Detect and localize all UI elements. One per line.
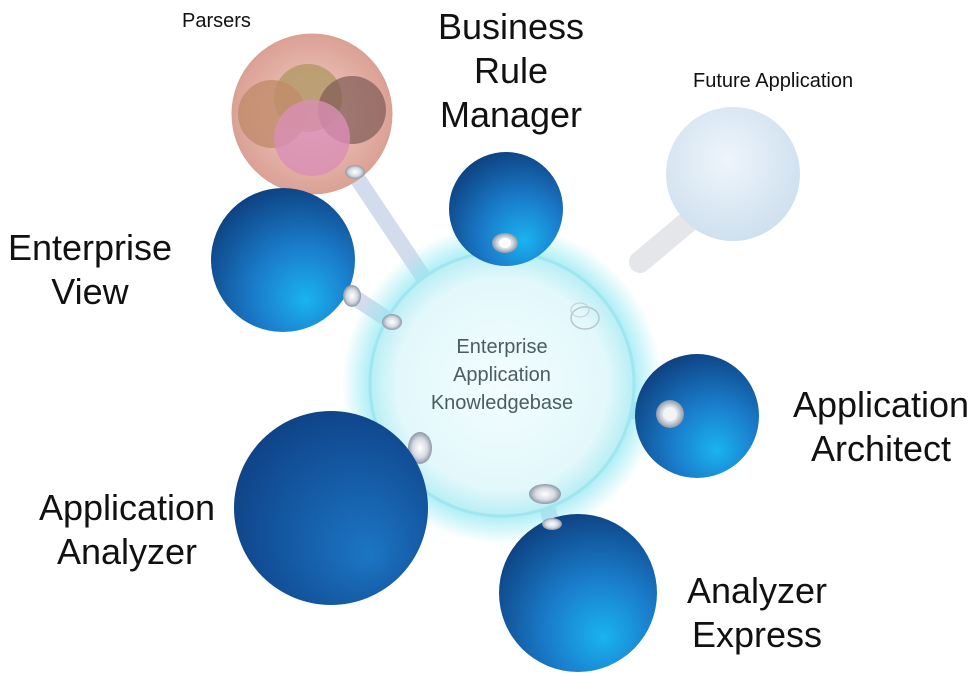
business-rule-manager-label: Business Rule Manager xyxy=(437,6,585,135)
application-architect-node xyxy=(635,354,759,478)
future-application-label: Future Application xyxy=(693,70,854,92)
parsers-label: Parsers xyxy=(182,10,251,32)
analyzer-express-node xyxy=(499,514,657,672)
hub-socket-ghost xyxy=(570,306,600,330)
analyzer-express-label: Analyzer Express xyxy=(686,570,828,655)
hub-label: Enterprise Application Knowledgebase xyxy=(430,336,574,414)
application-analyzer-label: Application Analyzer xyxy=(38,487,216,572)
parsers-node xyxy=(231,33,393,195)
business-rule-manager-node xyxy=(449,152,563,266)
future-application-node xyxy=(666,107,800,241)
application-architect-label: Application Architect xyxy=(792,384,970,469)
enterprise-view-label: Enterprise View xyxy=(7,227,173,312)
application-analyzer-node xyxy=(234,411,428,605)
connector-future xyxy=(629,209,701,273)
enterprise-view-node xyxy=(211,188,355,332)
